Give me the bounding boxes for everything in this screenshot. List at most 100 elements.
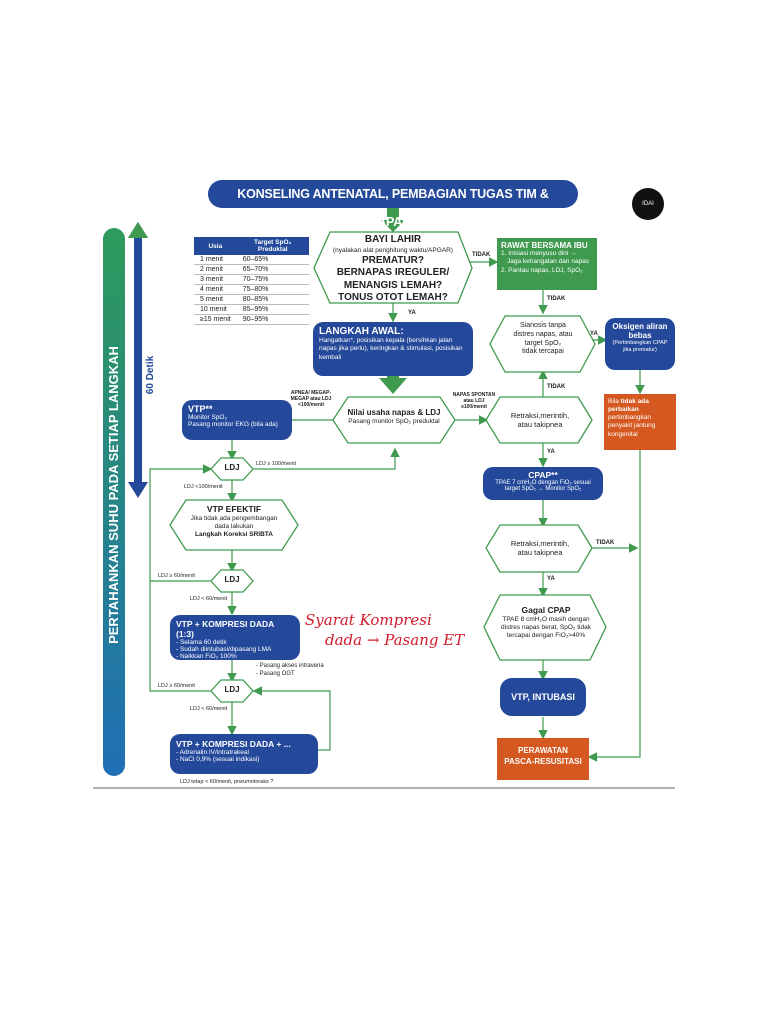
vtp-efektif-title: VTP EFEKTIF: [206, 504, 262, 514]
cpap-node: CPAP** TPAE 7 cmH₂O dengan FiO₂ sesuai t…: [483, 467, 603, 500]
vk1-line2: - Sudah diintubasi/dipasang LMA: [176, 646, 272, 653]
vtp-efektif-line3: Langkah Koreksi SRIBTA: [195, 530, 273, 538]
spo2-target: 80–85%: [236, 294, 309, 305]
retraksi2-line2: atau takipnea: [517, 548, 563, 558]
vtp-line1: Monitor SpO₂: [188, 414, 228, 421]
edge-ldj-ge60-b: LDJ ≥ 60/menit: [158, 683, 195, 689]
cpap-line1: TPAE 7 cmH₂O dengan FiO₂ sesuai: [495, 480, 591, 486]
retraksi2-line1: Retraksi,merintih,: [510, 539, 570, 548]
edge-tidak2: TIDAK: [547, 296, 566, 302]
spo2-target: 90–95%: [236, 314, 309, 325]
vtp-intubasi-node: VTP, INTUBASI: [500, 678, 586, 716]
suhu-label: PERTAHANKAN SUHU PADA SETIAP LANGKAH: [106, 346, 121, 644]
spo2-target: 65–70%: [236, 264, 309, 275]
suhu-side-bar: [103, 228, 125, 776]
nilai-hex: [332, 396, 456, 444]
vtp-efektif-line2: dada lakukan: [214, 522, 254, 530]
tonus-question: TONUS OTOT LEMAH?: [338, 292, 448, 304]
spo2-usia: 10 menit: [194, 304, 237, 315]
edge-ya1: YA: [408, 310, 416, 316]
ldj2-node: LDJ: [224, 575, 240, 584]
handwriting-line1: Syarat Kompresi: [305, 611, 432, 629]
retraksi1-hex: [485, 396, 593, 444]
edge-ldj-ge60-a: LDJ ≥ 60/menit: [158, 573, 195, 579]
handwriting-line2: dada → Pasang ET: [325, 631, 465, 650]
spo2-target: 75–80%: [236, 284, 309, 295]
edge-napas-spontan: NAPAS SPONTAN atau LDJ ≥100/menit: [452, 392, 496, 410]
rawat-line2: Jaga kehangatan dan napas: [507, 258, 590, 266]
bayi-lahir-title: BAYI LAHIR: [364, 234, 422, 245]
pasang-notes: - Pasang akses intravena - Pasang OGT: [256, 663, 324, 679]
gagal-cpap-title: Gagal CPAP: [521, 605, 571, 615]
edge-tidak3: TIDAK: [547, 384, 566, 390]
edge-ya2: YA: [590, 331, 598, 337]
perawatan-line1: PERAWATAN: [518, 746, 568, 755]
ldj1-node: LDJ: [224, 463, 240, 472]
retraksi1-line1: Retraksi,merintih,: [510, 411, 570, 420]
col-usia: Usia: [194, 237, 237, 255]
vk1-line1: - Selama 60 detik: [176, 639, 227, 646]
vtp-efektif-node: VTP EFEKTIF Jika tidak ada pengembangan …: [172, 504, 296, 539]
spo2-usia: 4 menit: [194, 284, 237, 295]
edge-ldj-ge100: LDJ ≥ 100/menit: [256, 461, 297, 467]
vtp-kompresi2-node: VTP + KOMPRESI DADA + ... - Adrenalin IV…: [170, 734, 318, 774]
sianosis-hex: [489, 315, 596, 373]
spo2-usia: 2 menit: [194, 264, 237, 275]
perawatan-line2: PASCA-RESUSITASI: [504, 757, 582, 767]
vtp-line2: Pasang monitor EKG (bila ada): [188, 421, 278, 428]
edge-ldj-lt100: LDJ <100/menit: [184, 484, 223, 490]
gagal-cpap-hex: [483, 594, 607, 661]
vk1-line3: - Naikkan FiO₂ 100%: [176, 653, 237, 660]
jantung-node: Bila tidak ada perbaikan pertimbangkan p…: [604, 394, 676, 450]
perawatan-node: PERAWATAN PASCA-RESUSITASI: [497, 738, 589, 780]
rawat-line3: 2. Pantau napas, LDJ, SpO₂: [501, 266, 583, 274]
sianosis-line1: Sianosis tanpa: [520, 322, 566, 329]
retraksi2-hex: [485, 524, 593, 573]
vk2-line2: - NaCl 0,9% (sesuai indikasi): [176, 756, 260, 763]
jantung-pre: Bila: [608, 398, 619, 405]
vtp-kompresi1-title: VTP + KOMPRESI DADA (1:3): [176, 619, 275, 639]
header-title: KONSELING ANTENATAL, PEMBAGIAN TUGAS TIM…: [208, 180, 578, 229]
edge-ldj-tetap: LDJ tetap < 60/menit, pneumotoraks ?: [180, 779, 274, 785]
edge-ldj-lt60-b: LDJ < 60/menit: [190, 706, 228, 712]
langkah-awal-title: LANGKAH AWAL:: [319, 326, 404, 337]
cpap-line2: target SpO₂ → Monitor SpO₂: [504, 486, 582, 492]
spo2-target: 85–95%: [236, 304, 309, 315]
col-target: Target SpO₂ Preduktal: [236, 237, 309, 255]
crying-question: MENANGIS LEMAH?: [343, 279, 443, 291]
rawat-line1: 1. Inisiasi menyusu dini →: [501, 250, 577, 257]
oksigen-title: Oksigen aliran bebas: [612, 322, 668, 340]
sianosis-line3: target SpO₂: [524, 339, 562, 347]
gagal-cpap-node: Gagal CPAP TPAE 8 cmH₂O masih dengan dis…: [488, 605, 604, 640]
oksigen-sub: (Pertimbangkan CPAP jika prematur): [612, 340, 668, 353]
edge-tidak1: TIDAK: [472, 252, 491, 258]
cpap-title: CPAP**: [528, 470, 558, 480]
vtp-node: VTP** Monitor SpO₂ Pasang monitor EKG (b…: [182, 400, 292, 440]
premature-question: PREMATUR?: [361, 254, 425, 266]
retraksi2-node: Retraksi,merintih, atau takipnea: [490, 539, 590, 558]
ldj1-hex: [210, 457, 254, 481]
oksigen-node: Oksigen aliran bebas (Pertimbangkan CPAP…: [605, 318, 675, 370]
edge-apnea: APNEA/ MEGAP-MEGAP atau LDJ <100/menit: [290, 390, 332, 408]
vtp-kompresi1-node: VTP + KOMPRESI DADA (1:3) - Selama 60 de…: [170, 615, 300, 660]
sianosis-node: Sianosis tanpa distres napas, atau targe…: [497, 322, 589, 357]
sianosis-line4: tidak tercapai: [522, 348, 564, 356]
gagal-line3: tercapai dengan FiO₂>40%: [506, 631, 586, 639]
retraksi1-node: Retraksi,merintih, atau takipnea: [490, 411, 590, 430]
edge-ya3: YA: [547, 449, 555, 455]
bayi-lahir-node: BAYI LAHIR (nyalakan alat penghitung wak…: [318, 234, 468, 305]
logo: IDAI: [632, 188, 664, 220]
ldj3-hex: [210, 679, 254, 703]
edge-tidak4: TIDAK: [596, 540, 615, 546]
spo2-usia: 1 menit: [194, 255, 237, 265]
rawat-bersama-title: RAWAT BERSAMA IBU: [501, 241, 588, 250]
breathing-question: BERNAPAS IREGULER/: [336, 267, 450, 279]
